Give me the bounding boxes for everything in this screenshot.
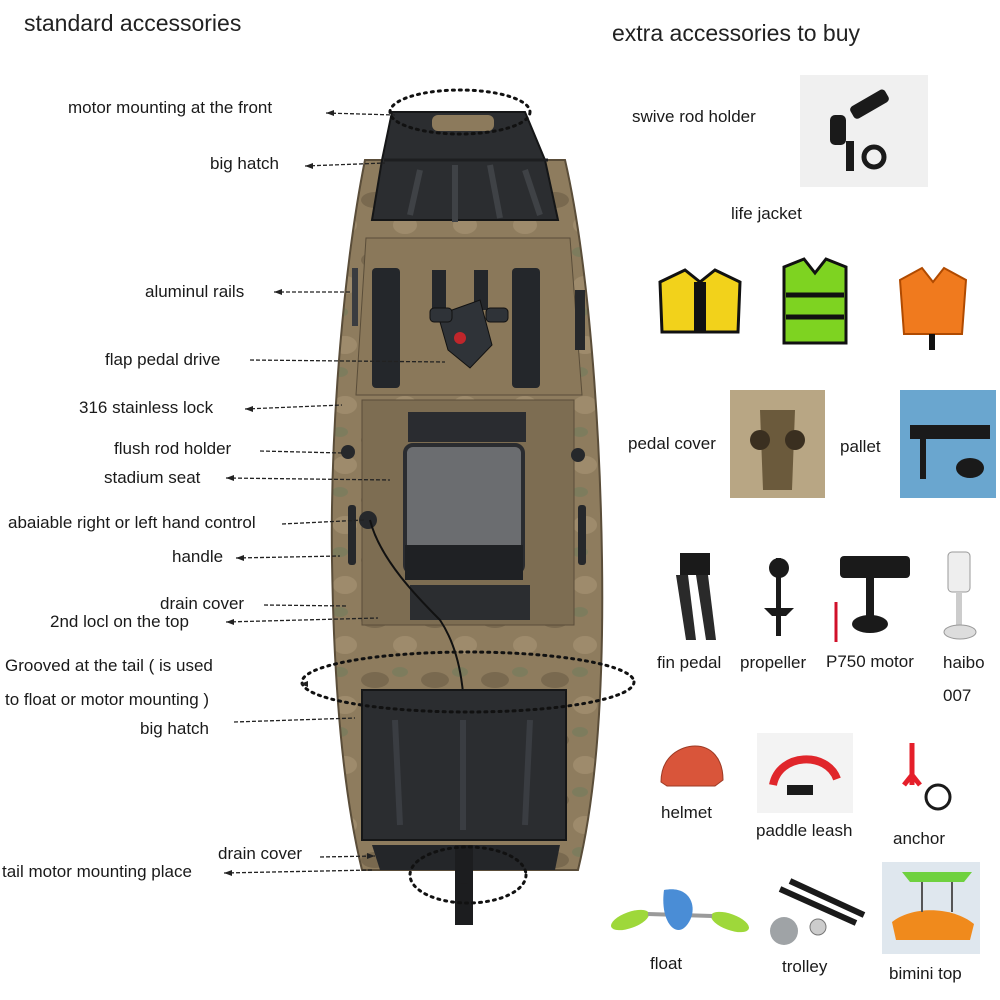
life-jacket-orange-photo — [892, 262, 974, 354]
label-aluminum-rails: aluminul rails — [145, 282, 245, 301]
paddle-leash-photo — [757, 733, 853, 813]
label-bimini-top: bimini top — [889, 964, 962, 983]
label-grooved-tail-2: to float or motor mounting ) — [5, 690, 210, 709]
p750-motor-photo — [828, 542, 914, 646]
pedal-cover-photo — [730, 390, 825, 498]
fin-pedal-photo — [658, 545, 728, 645]
standard-accessories-heading: standard accessories — [24, 10, 242, 36]
label-helmet: helmet — [661, 803, 713, 822]
label-fin-pedal: fin pedal — [657, 653, 722, 672]
label-pallet: pallet — [840, 437, 881, 456]
label-stainless-lock: 316 stainless lock — [79, 398, 214, 417]
label-stadium-seat: stadium seat — [104, 468, 201, 487]
label-flap-pedal-drive: flap pedal drive — [105, 350, 221, 369]
tail-groove-ellipse — [300, 650, 636, 714]
label-haibo: haibo — [943, 653, 985, 672]
rod-holder-photo — [800, 75, 928, 187]
label-big-hatch-rear: big hatch — [140, 719, 209, 738]
life-jacket-yellow-photo — [650, 252, 750, 340]
label-big-hatch-front: big hatch — [210, 154, 279, 173]
label-007: 007 — [943, 686, 972, 705]
label-swive-rod-holder: swive rod holder — [632, 107, 756, 126]
propeller-photo — [746, 550, 812, 642]
label-handle: handle — [172, 547, 224, 566]
label-trolley: trolley — [782, 957, 828, 976]
extra-accessories-heading: extra accessories to buy — [612, 20, 861, 46]
float-photo — [604, 880, 756, 950]
label-tail-motor-mount: tail motor mounting place — [2, 862, 192, 881]
label-motor-mounting-front: motor mounting at the front — [68, 98, 273, 117]
tail-motor-ellipse — [408, 845, 528, 905]
label-drain-cover-tail: drain cover — [218, 844, 303, 863]
label-paddle-leash: paddle leash — [756, 821, 853, 840]
haibo-motor-photo — [930, 532, 980, 646]
label-drain-cover-mid: drain cover — [160, 594, 245, 613]
label-second-lock: 2nd locl on the top — [50, 612, 189, 631]
anchor-photo — [888, 735, 968, 817]
label-flush-rod-holder: flush rod holder — [114, 439, 232, 458]
bimini-top-photo — [882, 862, 980, 954]
label-p750-motor: P750 motor — [826, 652, 914, 671]
label-grooved-tail-1: Grooved at the tail ( is used — [5, 656, 213, 675]
label-pedal-cover: pedal cover — [628, 434, 716, 453]
label-propeller: propeller — [740, 653, 807, 672]
trolley-photo — [760, 875, 868, 955]
life-jacket-green-photo — [778, 255, 852, 350]
helmet-photo — [655, 742, 727, 798]
label-hand-control: abaiable right or left hand control — [8, 513, 256, 532]
front-mount-ellipse — [388, 88, 532, 136]
leader-arrows — [223, 112, 446, 874]
label-anchor: anchor — [893, 829, 945, 848]
pallet-photo — [900, 390, 996, 498]
label-float: float — [650, 954, 683, 973]
front-big-hatch — [370, 111, 560, 221]
label-life-jacket: life jacket — [731, 204, 802, 223]
